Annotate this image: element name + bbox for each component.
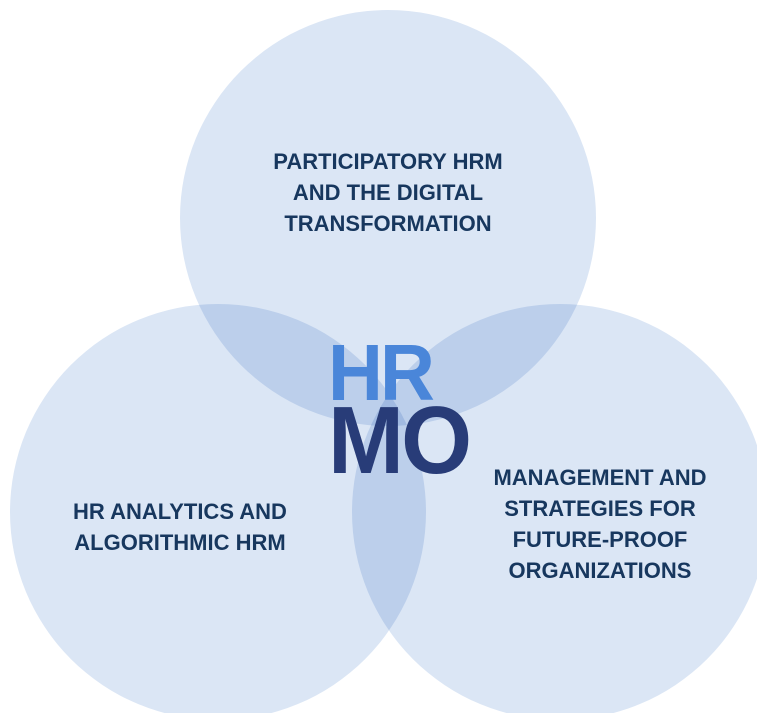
circle-left-label: HR ANALYTICS AND ALGORITHMIC HRM xyxy=(10,496,350,558)
circle-top-label: PARTICIPATORY HRM AND THE DIGITAL TRANSF… xyxy=(188,146,588,239)
circle-left-label-line: HR ANALYTICS AND xyxy=(73,499,287,524)
circle-right-label: MANAGEMENT AND STRATEGIES FOR FUTURE-PRO… xyxy=(430,462,757,586)
circle-right-label-line: STRATEGIES FOR xyxy=(504,496,696,521)
circle-right-label-line: ORGANIZATIONS xyxy=(508,558,692,583)
circle-top-label-line: TRANSFORMATION xyxy=(284,211,492,236)
logo-hr-text: HR xyxy=(328,328,435,417)
circle-top-label-line: PARTICIPATORY HRM xyxy=(273,149,503,174)
circle-left xyxy=(10,304,426,713)
circle-right-label-line: MANAGEMENT AND xyxy=(493,465,707,490)
circle-top-label-line: AND THE DIGITAL xyxy=(292,180,484,205)
circle-right-label-line: FUTURE-PROOF xyxy=(512,527,688,552)
circle-left-label-line: ALGORITHMIC HRM xyxy=(74,530,286,555)
circle-right xyxy=(352,304,757,713)
logo-mo-text: MO xyxy=(328,387,472,494)
